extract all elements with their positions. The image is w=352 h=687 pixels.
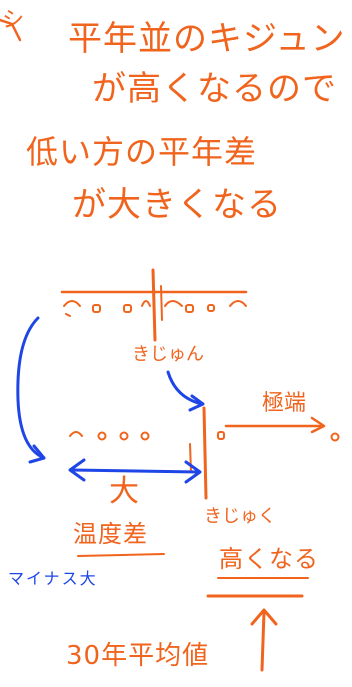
blue-gap-arrowhead-right [184,460,202,484]
label-minus-dai: マイナス大 [8,569,98,588]
lower-dots [69,431,340,442]
note-line-4: が大きくなる [72,185,282,225]
blue-kijun-arrow [166,370,204,406]
note-line-3: 低い方の平年差 [26,133,258,171]
label-kijun-lower: きじゅく [204,506,276,527]
label-dai: 大 [109,474,139,509]
up-arrow-shaft [260,610,266,672]
corner-mark: シ [2,8,25,33]
upper-reference-line [151,268,157,342]
corner-stroke [0,18,22,42]
label-ondosa: 温度差 [73,520,148,548]
up-arrow-head [250,608,278,626]
note-line-1: 平年並のキジュン [68,19,346,59]
upper-dots [63,300,247,317]
label-kyokutan: 極端 [262,391,307,416]
blue-shift-arrow [16,316,46,460]
blue-shift-arrowhead [28,444,46,464]
label-takaku-naru: 高くなる [219,545,319,573]
ondosa-underline [77,553,165,557]
blue-gap-arrow [70,468,200,474]
blue-gap-arrowhead-left [68,458,86,482]
lower-reference-line [202,406,208,500]
blue-kijun-arrowhead [188,394,205,412]
extreme-arrowhead [310,416,326,434]
upper-reference-tick [160,285,163,321]
label-30nen-heikin: 30年平均値 [66,641,210,671]
note-line-2: が高くなるので [92,69,337,109]
lower-reference-tick [189,443,192,473]
label-kijun-upper: きじゅん [132,344,204,365]
